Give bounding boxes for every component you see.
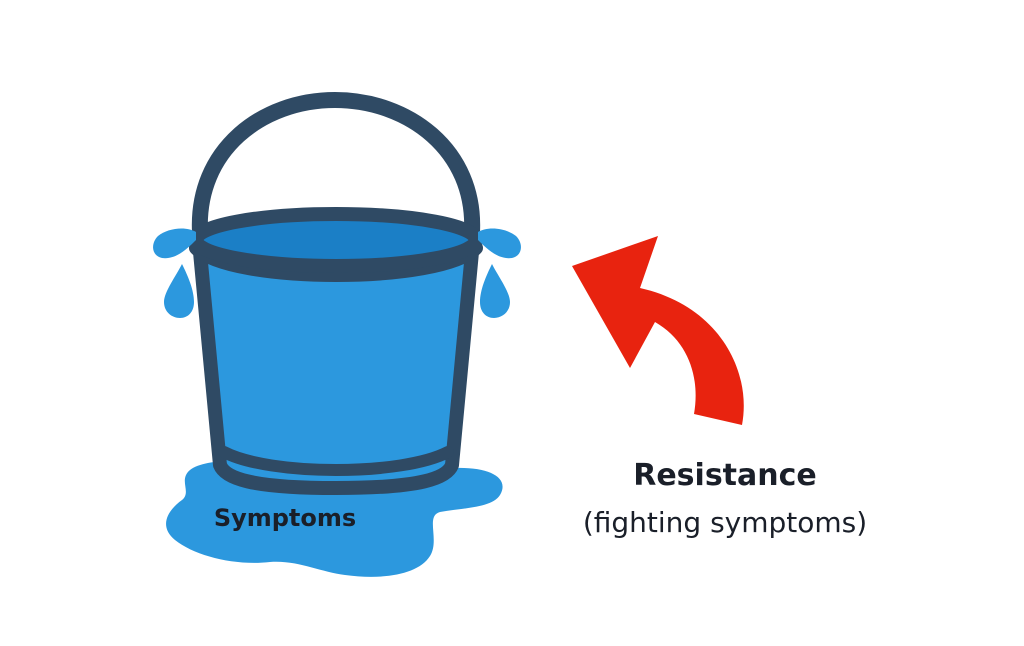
bucket-body xyxy=(193,245,479,495)
water-puddle xyxy=(166,461,503,577)
curved-arrow-icon xyxy=(572,236,744,425)
resistance-label: Resistance xyxy=(633,458,817,493)
left-splash-drop xyxy=(153,228,196,259)
resistance-subtitle: (fighting symptoms) xyxy=(582,506,868,539)
symptoms-label: Symptoms xyxy=(213,504,357,532)
right-splash-drop xyxy=(478,228,521,259)
left-falling-drop xyxy=(164,264,194,318)
bucket-lower-band xyxy=(218,446,454,476)
bucket-handle xyxy=(191,91,481,240)
bucket-opening xyxy=(189,207,483,273)
right-falling-drop xyxy=(480,264,510,318)
